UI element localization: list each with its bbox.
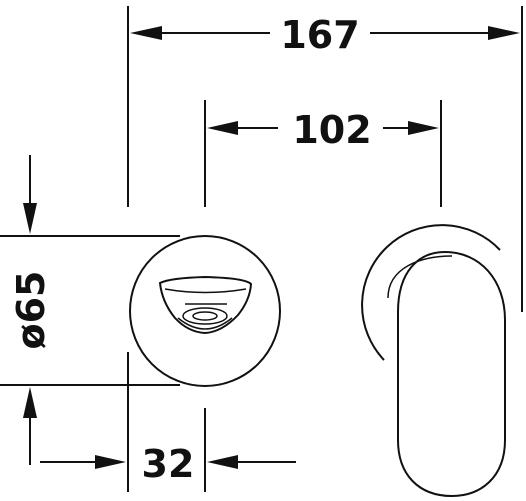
- arrowhead-102-right: [408, 121, 439, 135]
- dimension-label-167: 167: [280, 13, 359, 57]
- dimension-label-32: 32: [142, 442, 195, 486]
- arrowhead-diameter-bottom: [23, 387, 37, 418]
- aerator-outer: [182, 307, 228, 325]
- arrowhead-32-right: [207, 455, 238, 469]
- arrowhead-167-left: [130, 26, 162, 40]
- dimension-167: 167: [127, 6, 523, 312]
- mixer-side-view: [129, 235, 281, 387]
- lever-handle-inner-edge: [387, 255, 453, 299]
- arrowhead-167-right: [488, 26, 520, 40]
- dimension-label-102: 102: [292, 108, 371, 152]
- rosette-arc-front: [361, 224, 501, 361]
- spout-lower-curve: [177, 317, 233, 330]
- dimension-102: 102: [204, 100, 442, 207]
- dimension-label-diameter: ø65: [9, 271, 53, 350]
- arrowhead-diameter-top: [23, 203, 37, 234]
- spout-top-edge: [164, 288, 247, 294]
- spout-outline: [158, 275, 253, 335]
- dimension-32: 32: [40, 352, 296, 492]
- mixer-front-view: [361, 224, 506, 498]
- rosette-circle-side: [129, 235, 281, 387]
- arrowhead-32-left: [95, 455, 126, 469]
- lever-handle-outline: [397, 250, 506, 498]
- arrowhead-102-left: [207, 121, 238, 135]
- dimension-diameter: ø65: [0, 155, 180, 465]
- aerator-inner: [192, 311, 218, 321]
